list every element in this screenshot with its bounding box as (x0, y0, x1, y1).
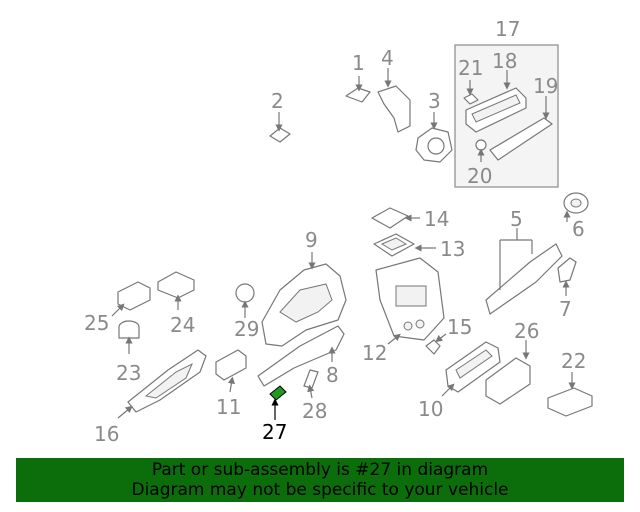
part-6[interactable]: 6 (563, 192, 589, 241)
callout-29: 29 (234, 317, 259, 341)
part-18[interactable]: 18 (465, 49, 527, 133)
part-20[interactable]: 20 (467, 139, 492, 188)
callout-25: 25 (84, 311, 109, 335)
callout-28: 28 (302, 399, 327, 423)
callout-15: 15 (447, 315, 472, 339)
callout-8: 8 (326, 363, 339, 387)
callout-5: 5 (510, 207, 523, 231)
part-23[interactable]: 23 (116, 320, 141, 385)
callout-23: 23 (116, 361, 141, 385)
part-2[interactable]: 2 (269, 89, 291, 143)
part-7[interactable]: 7 (557, 257, 577, 321)
callout-22: 22 (561, 349, 586, 373)
callout-16: 16 (94, 422, 119, 446)
callout-4: 4 (381, 46, 394, 70)
part-5[interactable]: 5 (485, 207, 563, 315)
part-11[interactable]: 11 (215, 349, 247, 419)
callout-1: 1 (352, 51, 365, 75)
callout-24: 24 (170, 313, 195, 337)
part-29[interactable]: 29 (234, 283, 259, 341)
parts-diagram: 1 2 3 4 18 17 19 20 21 (84, 17, 593, 446)
part-27[interactable]: 27 (262, 385, 287, 444)
part-26[interactable]: 26 (485, 319, 539, 405)
part-19[interactable]: 19 (489, 74, 558, 161)
part-16[interactable]: 16 (94, 349, 207, 446)
callout-13: 13 (440, 237, 465, 261)
callout-18: 18 (492, 49, 517, 73)
part-13[interactable]: 13 (373, 233, 465, 261)
callout-6: 6 (572, 217, 585, 241)
part-21[interactable]: 21 (458, 56, 483, 105)
part-9[interactable]: 9 (261, 228, 347, 347)
callout-7: 7 (559, 297, 572, 321)
callout-3: 3 (428, 89, 441, 113)
callout-2: 2 (271, 89, 284, 113)
callout-11: 11 (216, 395, 241, 419)
part-1[interactable]: 1 (345, 51, 371, 103)
part-25[interactable]: 25 (84, 281, 151, 335)
part-28[interactable]: 28 (302, 369, 327, 423)
callout-10: 10 (418, 397, 443, 421)
banner-line-1: Part or sub-assembly is #27 in diagram (151, 460, 489, 480)
part-15[interactable]: 15 (425, 315, 472, 355)
callout-19: 19 (533, 74, 558, 98)
info-banner: Part or sub-assembly is #27 in diagram D… (16, 458, 624, 502)
banner-line-2: Diagram may not be specific to your vehi… (131, 480, 509, 500)
callout-17: 17 (495, 17, 520, 41)
callout-26: 26 (514, 319, 539, 343)
part-22[interactable]: 22 (547, 349, 593, 417)
part-3[interactable]: 3 (415, 89, 453, 163)
part-10[interactable]: 10 (418, 341, 501, 421)
part-12[interactable]: 12 (362, 257, 445, 365)
part-14[interactable]: 14 (371, 207, 449, 231)
callout-12: 12 (362, 341, 387, 365)
part-8[interactable]: 8 (257, 325, 345, 387)
part-4[interactable]: 4 (377, 46, 411, 133)
callout-20: 20 (467, 164, 492, 188)
part-24[interactable]: 24 (157, 271, 195, 337)
callout-9: 9 (305, 228, 318, 252)
callout-14: 14 (424, 207, 449, 231)
callout-27: 27 (262, 420, 287, 444)
callout-21: 21 (458, 56, 483, 80)
